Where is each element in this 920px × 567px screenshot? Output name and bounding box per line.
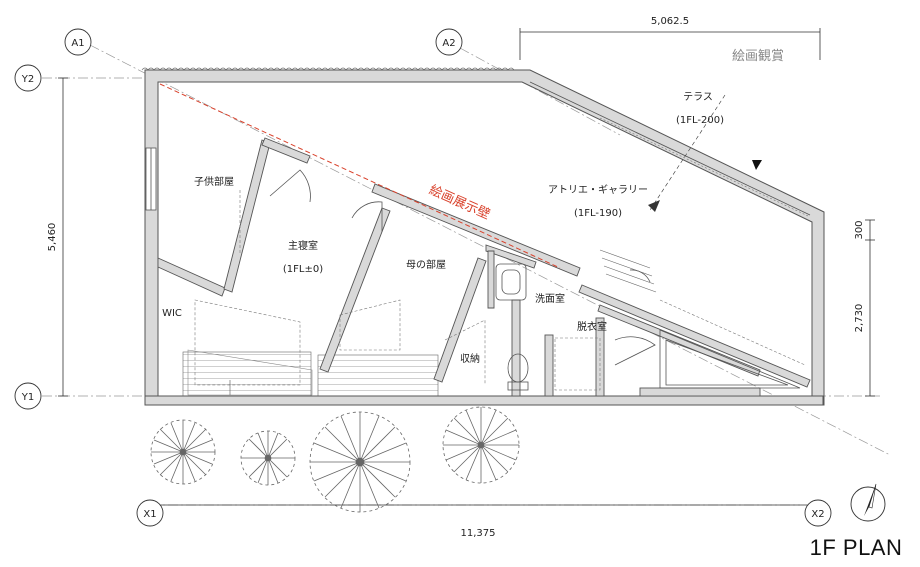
tree-3 — [309, 411, 411, 513]
view-label: 絵画観賞 — [732, 49, 784, 64]
hatched-floor — [182, 351, 439, 401]
tree-4 — [442, 406, 520, 484]
room-master: 主寝室 — [288, 239, 318, 252]
room-wic: WIC — [162, 308, 182, 319]
viewing-arrow — [648, 160, 762, 212]
dimension-right-small: 300 — [854, 220, 865, 239]
grid-bubbles: A1 A2 Y2 Y1 X1 X2 — [14, 28, 832, 527]
dimension-right-large: 2,730 — [854, 304, 865, 333]
grid-label-a1: A1 — [71, 38, 84, 49]
north-arrow-icon — [850, 483, 886, 522]
grid-label-x2: X2 — [811, 509, 824, 520]
grid-label-x1: X1 — [143, 509, 156, 520]
grid-bubble-a2: A2 — [435, 28, 463, 56]
room-master-level: (1FL±0) — [283, 264, 323, 275]
room-mother: 母の部屋 — [406, 258, 446, 271]
grid-label-y2: Y2 — [21, 74, 34, 85]
room-kids: 子供部屋 — [194, 175, 234, 188]
grid-bubble-a1: A1 — [64, 28, 92, 56]
door-swings — [269, 169, 656, 366]
hidden-lines — [194, 94, 806, 391]
room-washroom: 洗面室 — [535, 292, 565, 305]
grid-bubble-y1: Y1 — [14, 382, 42, 410]
room-dressing: 脱衣室 — [577, 320, 607, 333]
room-atelier-level: (1FL-190) — [574, 208, 622, 219]
window — [145, 147, 157, 211]
room-terrace: テラス — [683, 91, 713, 103]
room-storage: 収納 — [460, 352, 480, 365]
exterior-walls — [144, 69, 825, 406]
dimension-lines — [58, 28, 875, 506]
grid-bubble-x2: X2 — [804, 499, 832, 527]
grid-label-y1: Y1 — [21, 392, 34, 403]
grid-lines — [42, 44, 891, 506]
exhibition-wall-line — [159, 83, 561, 269]
grid-bubble-x1: X1 — [136, 499, 164, 527]
dimension-left: 5,460 — [47, 223, 58, 252]
dimension-top: 5,062.5 — [651, 16, 689, 27]
room-labels: テラス (1FL-200) アトリエ・ギャラリー (1FL-190) 子供部屋 … — [162, 91, 724, 365]
dimension-bottom: 11,375 — [461, 528, 496, 539]
plan-title: 1F PLAN — [810, 535, 903, 560]
tree-1 — [150, 419, 216, 485]
grid-label-a2: A2 — [442, 38, 455, 49]
stairs — [599, 249, 657, 293]
trees — [150, 406, 520, 513]
room-terrace-level: (1FL-200) — [676, 115, 724, 126]
sanitary-fixtures — [495, 263, 801, 391]
grid-bubble-y2: Y2 — [14, 64, 42, 92]
furniture — [187, 349, 313, 396]
room-atelier: アトリエ・ギャラリー — [548, 184, 648, 196]
terrace-boundary — [529, 81, 811, 216]
tree-2 — [240, 430, 296, 486]
